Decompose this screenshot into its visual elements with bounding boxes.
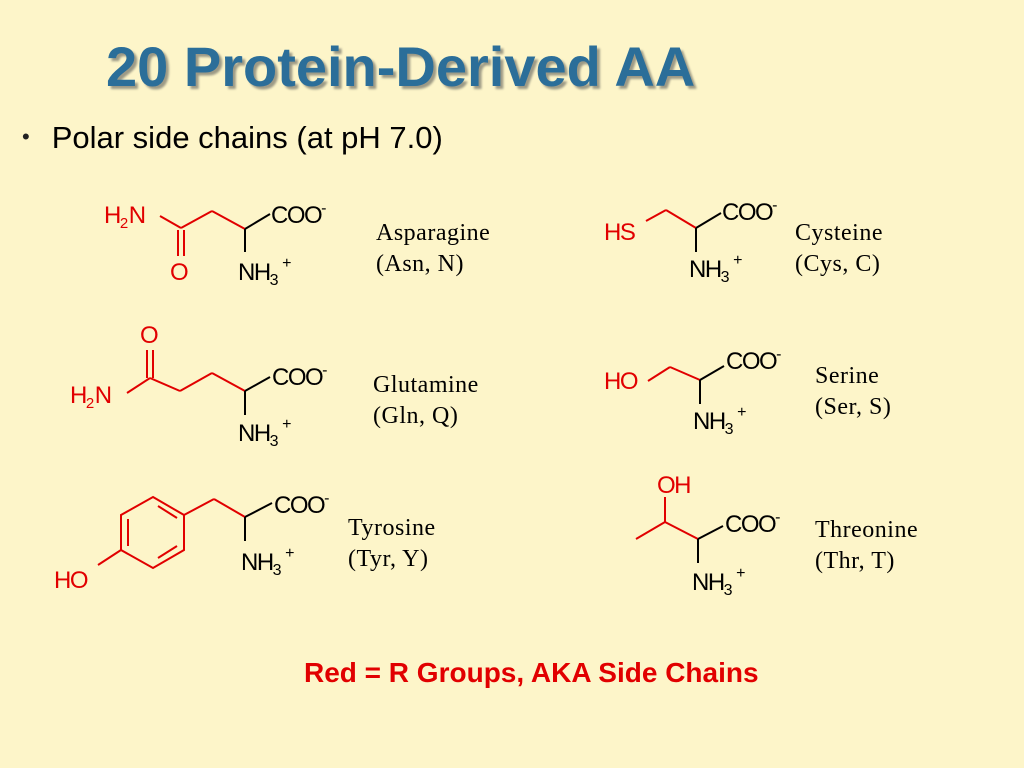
amine-label: NH <box>238 420 270 447</box>
glutamine-label: Glutamine (Gln, Q) <box>373 370 479 432</box>
tyrosine-structure: HO COO- NH3+ <box>54 490 331 594</box>
bullet-icon: • <box>22 124 30 149</box>
minus-charge: - <box>322 362 327 379</box>
svg-text:NH3+: NH3+ <box>238 255 291 289</box>
subscript-3: 3 <box>725 421 734 438</box>
amine-label: NH <box>238 259 270 286</box>
subscript-3: 3 <box>270 433 279 450</box>
svg-text:NH3+: NH3+ <box>692 565 745 599</box>
svg-text:COO-: COO- <box>274 490 329 519</box>
carboxylate-label: COO <box>725 511 776 538</box>
o-atom: O <box>170 259 188 286</box>
svg-text:COO-: COO- <box>272 362 327 391</box>
amine-label: NH <box>692 569 724 596</box>
bullet-item: • Polar side chains (at pH 7.0) <box>22 120 443 156</box>
n-atom: N <box>95 382 111 409</box>
plus-charge: + <box>285 545 294 562</box>
amino-acid-abbr: (Ser, S) <box>815 394 892 420</box>
minus-charge: - <box>776 346 781 363</box>
carboxylate-label: COO <box>274 492 325 519</box>
subscript-2: 2 <box>86 395 94 412</box>
plus-charge: + <box>282 416 291 433</box>
minus-charge: - <box>321 200 326 217</box>
svg-text:COO-: COO- <box>722 197 777 226</box>
amino-acid-abbr: (Tyr, Y) <box>348 546 429 572</box>
amine-label: NH <box>241 549 273 576</box>
thiol-label: HS <box>604 219 635 246</box>
amine-label: NH <box>689 256 721 283</box>
o-atom: O <box>140 322 158 349</box>
amino-acid-name: Cysteine <box>795 220 883 246</box>
h-atom: H <box>70 382 86 409</box>
svg-text:NH3+: NH3+ <box>241 545 294 579</box>
threonine-label: Threonine (Thr, T) <box>815 515 918 577</box>
subscript-3: 3 <box>273 562 282 579</box>
svg-text:NH3+: NH3+ <box>693 404 746 438</box>
hydroxyl-label: HO <box>54 567 88 594</box>
threonine-structure: OH COO- NH3+ <box>635 472 782 599</box>
carboxylate-label: COO <box>272 364 323 391</box>
minus-charge: - <box>775 509 780 526</box>
amino-acid-abbr: (Gln, Q) <box>373 403 459 429</box>
asparagine-structure: H2N O COO- NH3+ <box>104 200 328 289</box>
svg-text:COO-: COO- <box>271 200 326 229</box>
amino-acid-abbr: (Asn, N) <box>376 251 464 277</box>
serine-structure: HO COO- NH3+ <box>604 346 783 438</box>
amino-acid-name: Glutamine <box>373 372 479 398</box>
legend-note: Red = R Groups, AKA Side Chains <box>304 657 759 688</box>
svg-text:H2N: H2N <box>70 382 111 412</box>
amine-label: NH <box>693 408 725 435</box>
carboxylate-label: COO <box>271 202 322 229</box>
asparagine-label: Asparagine (Asn, N) <box>376 218 490 280</box>
serine-label: Serine (Ser, S) <box>815 361 891 423</box>
tyrosine-label: Tyrosine (Tyr, Y) <box>348 513 436 575</box>
amino-acid-abbr: (Thr, T) <box>815 548 895 574</box>
cysteine-label: Cysteine (Cys, C) <box>795 218 883 280</box>
carboxylate-label: COO <box>722 199 773 226</box>
subscript-3: 3 <box>270 272 279 289</box>
glutamine-structure: O H2N COO- NH3+ <box>70 322 329 450</box>
hydroxyl-label: OH <box>657 472 690 499</box>
plus-charge: + <box>282 255 291 272</box>
carboxylate-label: COO <box>726 348 777 375</box>
svg-text:NH3+: NH3+ <box>238 416 291 450</box>
amino-acid-abbr: (Cys, C) <box>795 251 881 277</box>
amino-acid-name: Serine <box>815 363 880 389</box>
svg-text:COO-: COO- <box>725 509 780 538</box>
minus-charge: - <box>324 490 329 507</box>
svg-text:NH3+: NH3+ <box>689 252 742 286</box>
cysteine-structure: HS COO- NH3+ <box>604 197 779 286</box>
subscript-3: 3 <box>721 269 730 286</box>
plus-charge: + <box>737 404 746 421</box>
subscript-2: 2 <box>120 215 128 232</box>
bullet-text: Polar side chains (at pH 7.0) <box>51 120 443 155</box>
slide-title: 20 Protein-Derived AA <box>106 35 696 98</box>
subscript-3: 3 <box>724 582 733 599</box>
plus-charge: + <box>733 252 742 269</box>
hydroxyl-label: HO <box>604 368 638 395</box>
n-atom: N <box>129 202 145 229</box>
svg-text:H2N: H2N <box>104 202 145 232</box>
plus-charge: + <box>736 565 745 582</box>
amino-acid-name: Asparagine <box>376 220 491 246</box>
amino-acid-name: Tyrosine <box>348 515 436 541</box>
amino-acid-name: Threonine <box>815 517 919 543</box>
minus-charge: - <box>772 197 777 214</box>
svg-text:COO-: COO- <box>726 346 781 375</box>
h-atom: H <box>104 202 120 229</box>
